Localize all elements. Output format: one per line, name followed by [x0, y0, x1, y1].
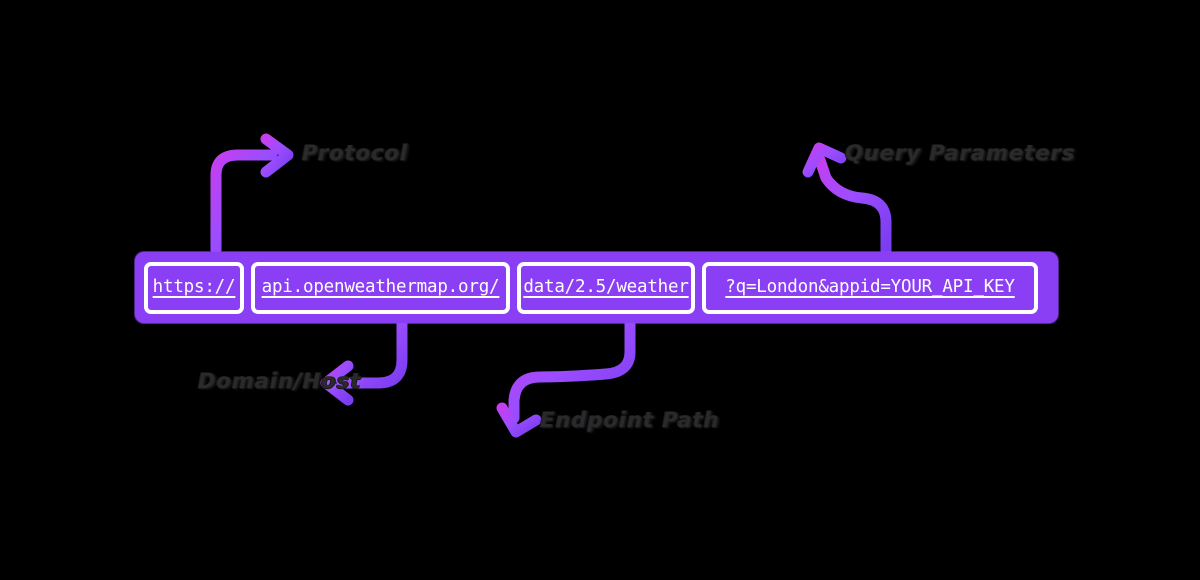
url-segment-domain-text: api.openweathermap.org/: [261, 276, 500, 297]
url-segment-protocol-text: https://: [152, 276, 236, 297]
arrow-protocol: [210, 133, 294, 256]
annotation-label-protocol: Protocol: [302, 141, 409, 165]
url-bar: https:// api.openweathermap.org/ data/2.…: [135, 252, 1058, 323]
url-segment-domain[interactable]: api.openweathermap.org/: [251, 261, 510, 314]
url-segment-endpoint[interactable]: data/2.5/weather: [517, 261, 695, 314]
annotation-label-query: Query Parameters: [845, 141, 1076, 165]
annotation-label-domain: Domain/Host: [198, 369, 362, 393]
annotation-label-endpoint: Endpoint Path: [540, 408, 720, 432]
url-segment-query-text: ?q=London&appid=YOUR_API_KEY: [725, 276, 1015, 297]
url-segment-protocol[interactable]: https://: [144, 261, 244, 314]
url-segment-endpoint-text: data/2.5/weather: [523, 276, 689, 297]
url-segment-query[interactable]: ?q=London&appid=YOUR_API_KEY: [702, 261, 1038, 314]
